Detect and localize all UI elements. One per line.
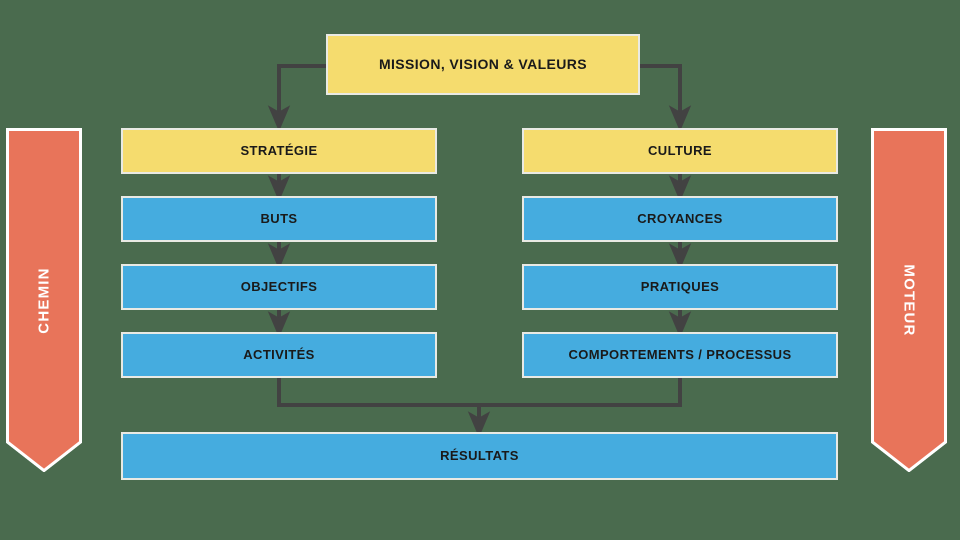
chemin-banner[interactable]: CHEMIN	[6, 128, 82, 472]
strategy-label: STRATÉGIE	[240, 142, 318, 158]
comportements-processus-label: COMPORTEMENTS / PROCESSUS	[568, 346, 792, 362]
buts-label: BUTS	[260, 210, 298, 226]
pratiques-label: PRATIQUES	[640, 278, 720, 294]
results-box[interactable]: RÉSULTATS	[121, 432, 838, 480]
strategy-item-activites[interactable]: ACTIVITÉS	[121, 332, 437, 378]
objectifs-label: OBJECTIFS	[240, 278, 318, 294]
mission-vision-values-box[interactable]: MISSION, VISION & VALEURS	[326, 34, 640, 95]
results-label: RÉSULTATS	[440, 447, 519, 463]
culture-header-box[interactable]: CULTURE	[522, 128, 838, 174]
culture-item-comportements-processus[interactable]: COMPORTEMENTS / PROCESSUS	[522, 332, 838, 378]
culture-item-croyances[interactable]: CROYANCES	[522, 196, 838, 242]
mission-label: MISSION, VISION & VALEURS	[378, 56, 588, 73]
down-arrow-banner-shape-icon	[6, 128, 82, 472]
culture-label: CULTURE	[648, 142, 712, 158]
strategy-header-box[interactable]: STRATÉGIE	[121, 128, 437, 174]
strategy-item-buts[interactable]: BUTS	[121, 196, 437, 242]
activites-label: ACTIVITÉS	[243, 346, 315, 362]
croyances-label: CROYANCES	[637, 210, 723, 226]
culture-item-pratiques[interactable]: PRATIQUES	[522, 264, 838, 310]
strategy-item-objectifs[interactable]: OBJECTIFS	[121, 264, 437, 310]
moteur-banner[interactable]: MOTEUR	[871, 128, 947, 472]
down-arrow-banner-shape-icon	[871, 128, 947, 472]
